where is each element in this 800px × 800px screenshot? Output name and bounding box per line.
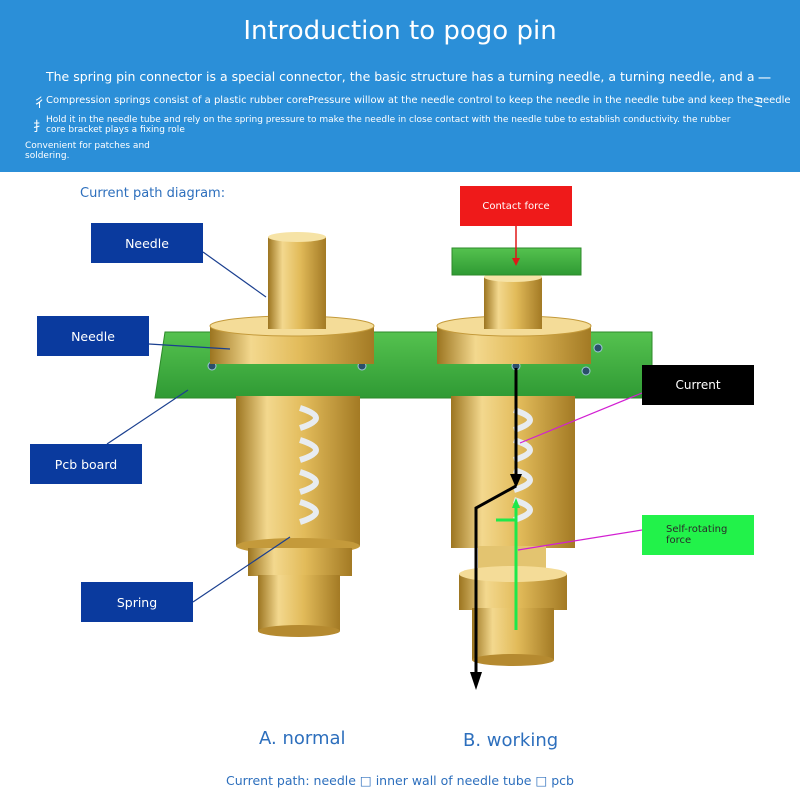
page-title: Introduction to pogo pin xyxy=(243,16,557,46)
intro-glyph-right-2: ミ xyxy=(752,96,766,111)
intro-line-4: Convenient for patches and soldering. xyxy=(25,141,150,161)
label-contact-force: Contact force xyxy=(460,186,572,226)
intro-line-3: Hold it in the needle tube and rely on t… xyxy=(46,115,731,135)
footer-current-path: Current path: needle □ inner wall of nee… xyxy=(226,773,574,788)
intro-glyph-right-1: 一 xyxy=(758,72,772,87)
pin-a-normal xyxy=(209,232,375,637)
leader-lines-blue xyxy=(106,251,291,603)
caption-working: B. working xyxy=(463,730,559,751)
leader-lines-magenta xyxy=(517,392,643,551)
label-pcb-board: Pcb board xyxy=(30,444,142,484)
label-self-rotating-force: Self-rotating force xyxy=(642,515,754,555)
intro-glyph-left-1: 彳 xyxy=(33,96,47,111)
intro-line-1: The spring pin connector is a special co… xyxy=(46,69,755,84)
self-rotating-force-arrow xyxy=(496,504,518,630)
section-label: Current path diagram: xyxy=(80,186,226,201)
caption-normal: A. normal xyxy=(259,728,346,749)
current-path-arrow xyxy=(474,368,518,680)
label-current: Current xyxy=(642,365,754,405)
header-banner: Introduction to pogo pin The spring pin … xyxy=(0,0,800,172)
spring-coils-b xyxy=(513,407,533,523)
pin-b-working xyxy=(436,272,592,666)
label-needle-flange: Needle xyxy=(37,316,149,356)
label-needle-top: Needle xyxy=(91,223,203,263)
spring-coils-a xyxy=(299,405,319,525)
label-spring: Spring xyxy=(81,582,193,622)
intro-glyph-left-2: 扌 xyxy=(33,120,47,135)
intro-line-2: Compression springs consist of a plastic… xyxy=(46,95,791,106)
